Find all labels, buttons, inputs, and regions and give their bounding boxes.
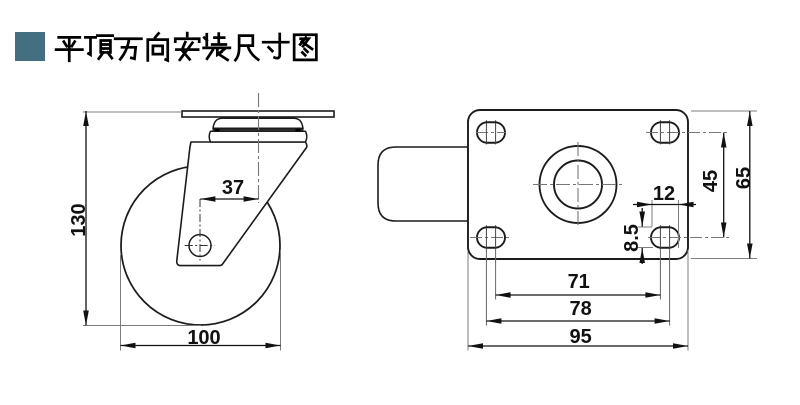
- svg-text:65: 65: [733, 167, 755, 189]
- svg-text:37: 37: [222, 177, 244, 199]
- svg-text:45: 45: [700, 170, 722, 192]
- svg-text:78: 78: [569, 298, 591, 320]
- svg-text:95: 95: [569, 326, 591, 348]
- svg-text:71: 71: [568, 271, 590, 293]
- svg-text:12: 12: [653, 183, 675, 205]
- svg-text:100: 100: [187, 327, 220, 349]
- svg-text:130: 130: [68, 203, 90, 236]
- svg-text:8.5: 8.5: [621, 224, 643, 252]
